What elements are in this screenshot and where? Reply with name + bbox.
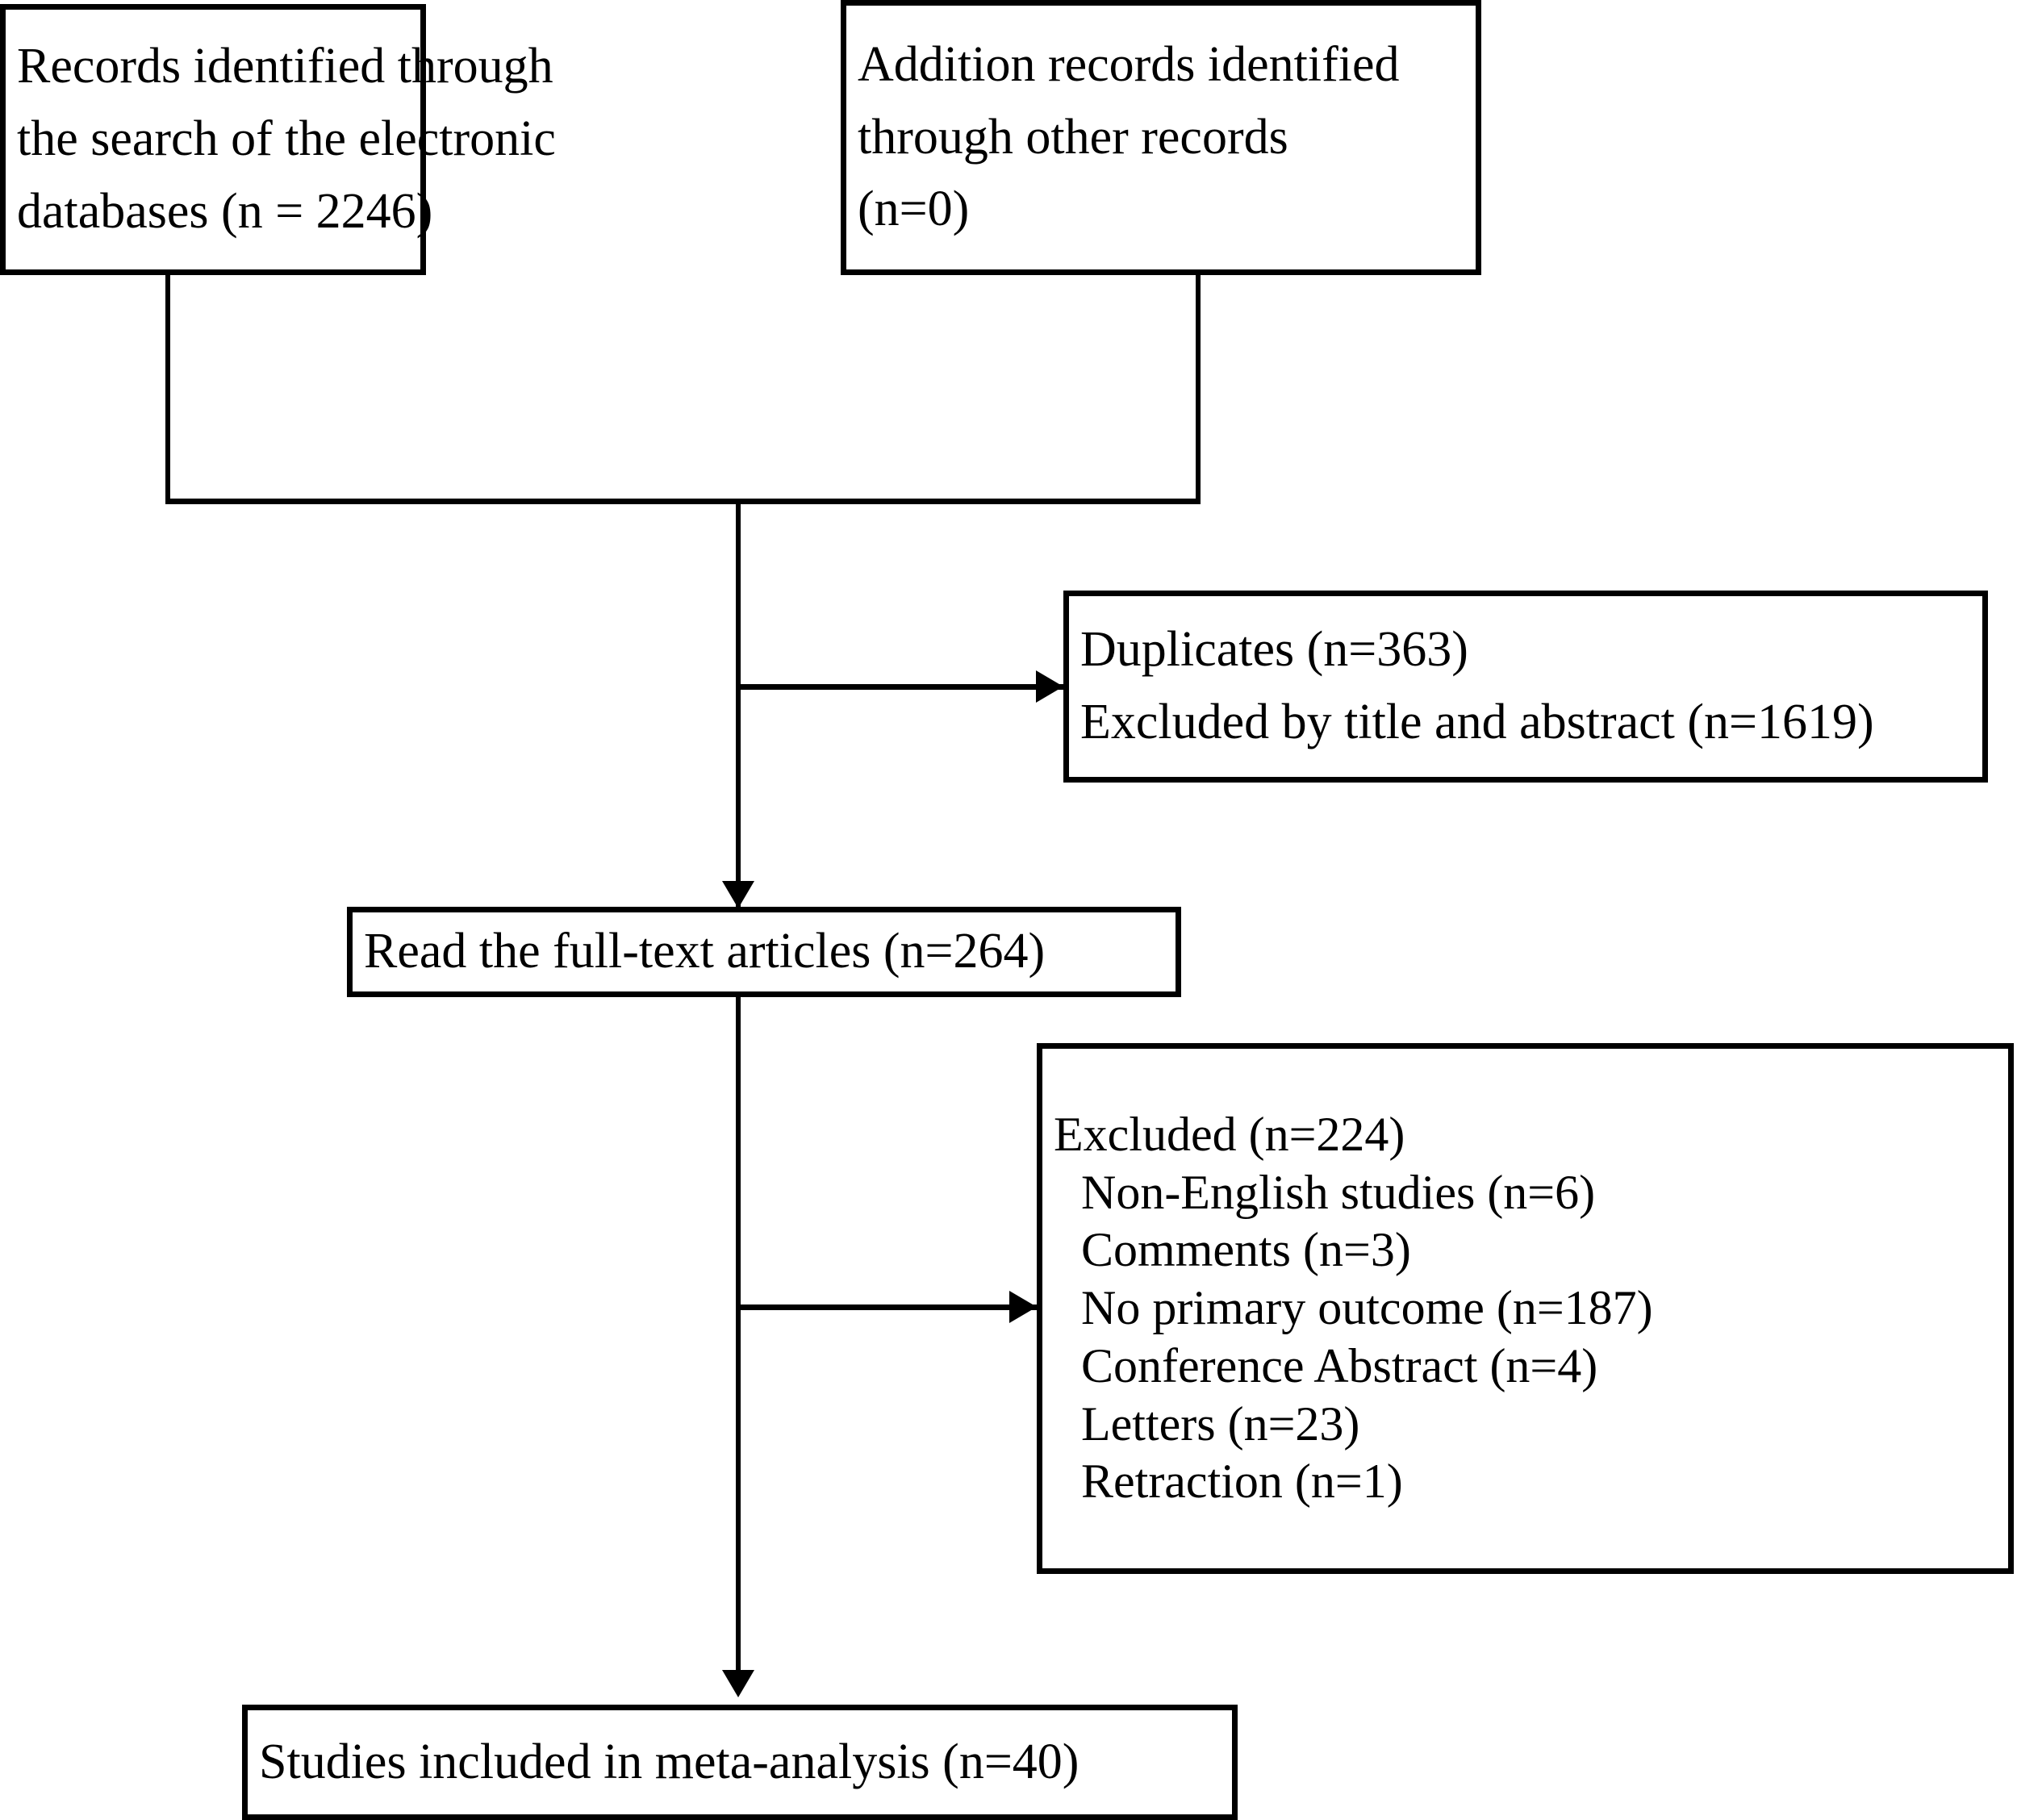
records-identified-box: Records identified through the search of… (0, 4, 556, 275)
excluded-reason-non-english: Non-English studies (n=6) (1081, 1165, 1596, 1219)
excluded-reason-comments: Comments (n=3) (1081, 1223, 1411, 1277)
excluded-reasons-box: Excluded (n=224) Non-English studies (n=… (1037, 1043, 2014, 1574)
arrowhead-into-excluded (1009, 1291, 1037, 1323)
connector-main-spine (736, 499, 741, 912)
excluded-reason-letters: Letters (n=23) (1081, 1396, 1360, 1451)
records-identified-line-1: Records identified through (17, 39, 553, 94)
additional-records-line-2: through other records (858, 109, 1288, 165)
additional-records-box: Addition records identified through othe… (841, 0, 1481, 275)
connector-to-duplicates (736, 684, 1063, 690)
excluded-total-label: Excluded (n=224) (1054, 1107, 1405, 1161)
records-identified-line-2: the search of the electronic (17, 111, 556, 167)
studies-included-label: Studies included in meta-analysis (n=40) (259, 1734, 1079, 1789)
arrowhead-into-fulltext (722, 881, 754, 908)
additional-records-line-3: (n=0) (858, 182, 970, 237)
additional-records-line-1: Addition records identified (858, 36, 1400, 92)
excluded-reason-conference-abstract: Conference Abstract (n=4) (1081, 1338, 1598, 1392)
records-identified-line-3: databases (n = 2246) (17, 183, 433, 239)
connector-merge-bar (165, 499, 1201, 504)
connector-additional-down (1196, 275, 1201, 503)
connector-spine-lower (736, 997, 741, 1675)
duplicates-line: Duplicates (n=363) (1080, 622, 1468, 678)
connector-to-excluded (736, 1304, 1037, 1310)
arrowhead-into-included (722, 1670, 754, 1697)
excluded-reason-no-primary-outcome: No primary outcome (n=187) (1081, 1281, 1653, 1335)
excluded-reason-retraction: Retraction (n=1) (1081, 1455, 1403, 1509)
full-text-read-box: Read the full-text articles (n=264) (347, 907, 1181, 997)
excluded-title-abstract-line: Excluded by title and abstract (n=1619) (1080, 695, 1874, 749)
full-text-read-label: Read the full-text articles (n=264) (364, 924, 1046, 979)
connector-records-down (165, 275, 170, 503)
studies-included-box: Studies included in meta-analysis (n=40) (242, 1705, 1238, 1820)
arrowhead-into-duplicates (1036, 670, 1063, 703)
duplicates-excluded-box: Duplicates (n=363) Excluded by title and… (1063, 591, 1988, 783)
